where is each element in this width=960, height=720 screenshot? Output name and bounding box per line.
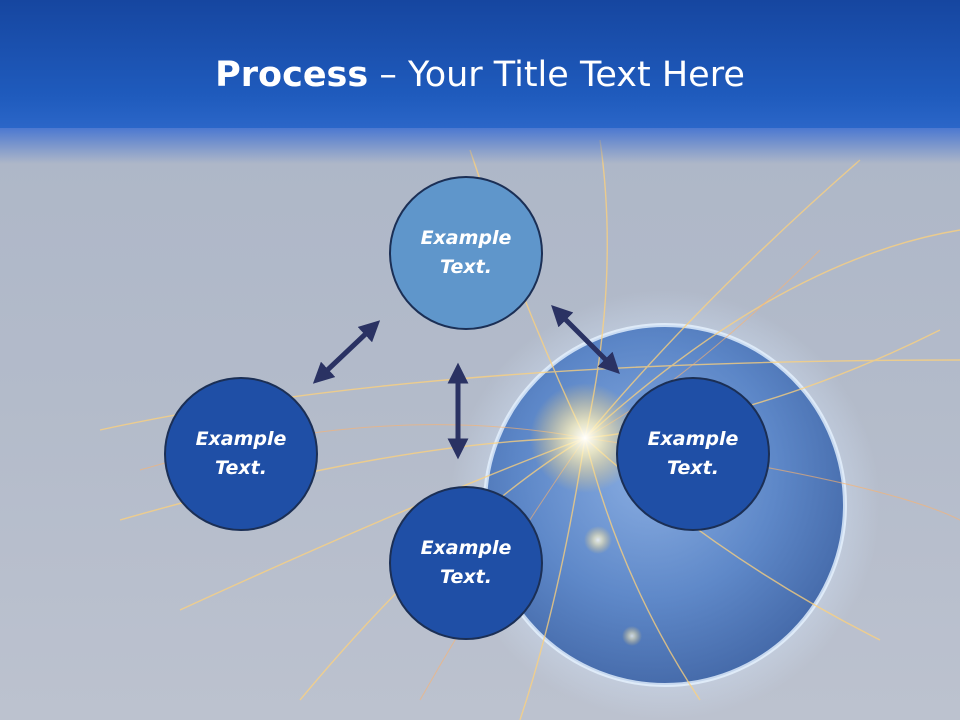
node-right-line1: Example bbox=[647, 428, 739, 450]
node-right-line2: Text. bbox=[667, 457, 719, 479]
node-left-line1: Example bbox=[195, 428, 287, 450]
node-top[interactable]: Example Text. bbox=[389, 176, 543, 330]
node-bottom[interactable]: Example Text. bbox=[389, 486, 543, 640]
arrow-top-right[interactable] bbox=[551, 305, 620, 374]
title-bar bbox=[0, 0, 960, 128]
slide-title-bold: Process bbox=[215, 55, 369, 95]
slide-title[interactable]: Process – Your Title Text Here bbox=[0, 52, 960, 98]
node-bottom-line2: Text. bbox=[440, 566, 492, 588]
slide-title-rest: – Your Title Text Here bbox=[368, 55, 745, 95]
node-top-line1: Example bbox=[420, 227, 512, 249]
node-bottom-line1: Example bbox=[420, 537, 512, 559]
node-top-line2: Text. bbox=[440, 256, 492, 278]
node-left[interactable]: Example Text. bbox=[164, 377, 318, 531]
node-left-line2: Text. bbox=[215, 457, 267, 479]
title-bar-fade bbox=[0, 128, 960, 164]
node-right[interactable]: Example Text. bbox=[616, 377, 770, 531]
arrow-top-left[interactable] bbox=[312, 320, 381, 384]
